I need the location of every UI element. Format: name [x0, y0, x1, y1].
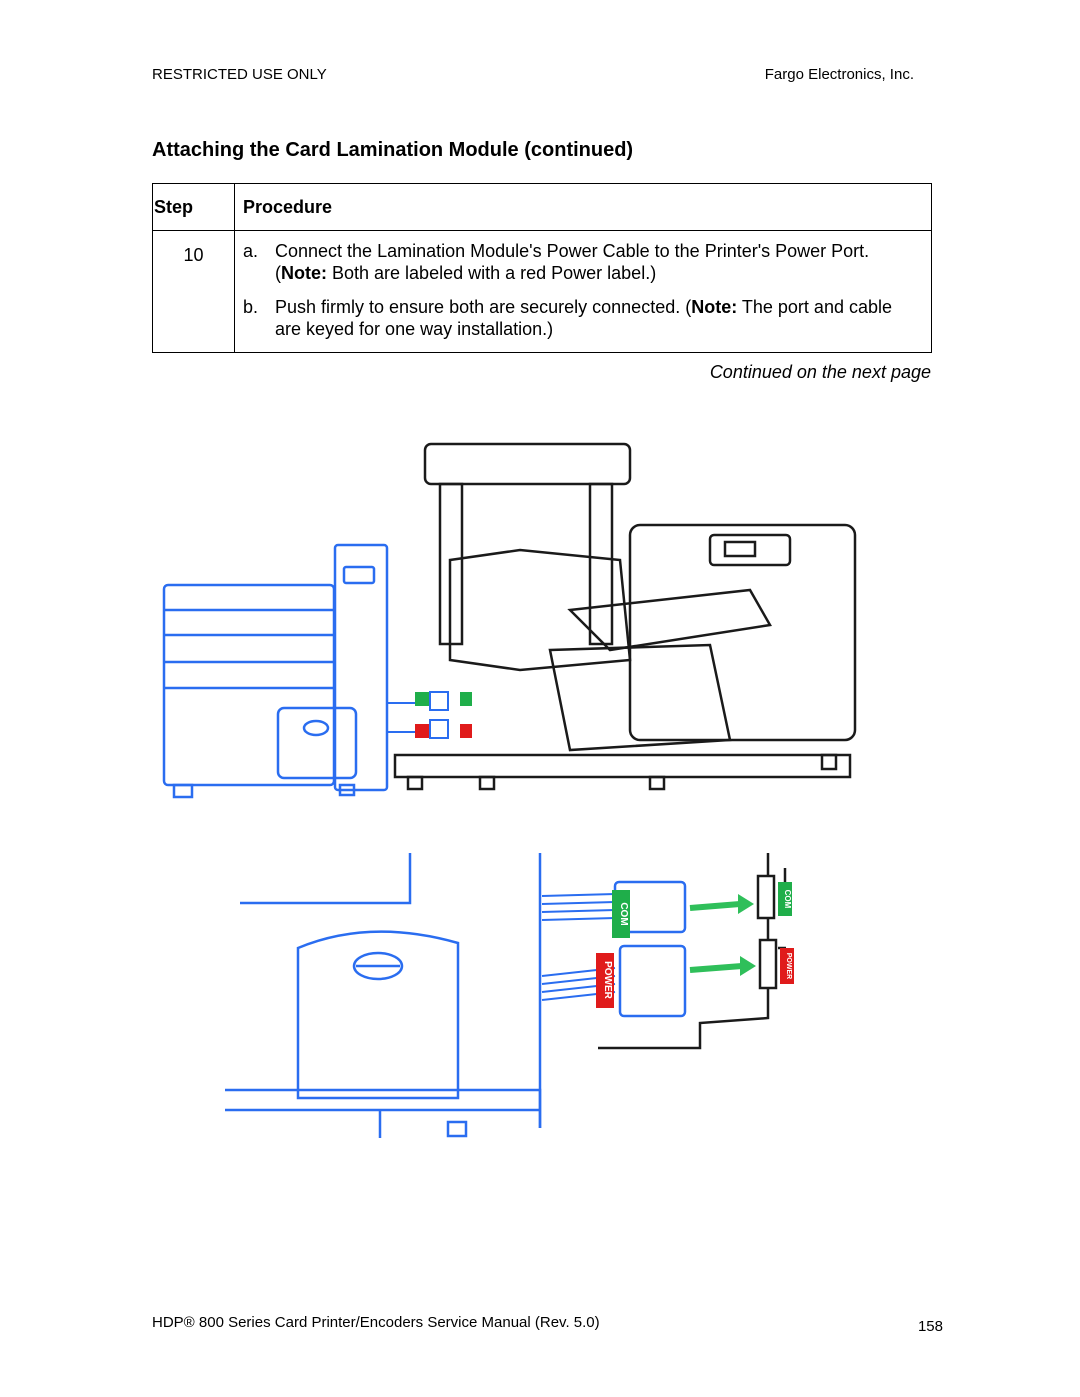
- item-letter: b.: [243, 297, 259, 317]
- power-label: POWER: [602, 961, 613, 1000]
- header-restricted: RESTRICTED USE ONLY: [152, 66, 327, 83]
- connector-closeup-illustration: COM POWER COM POWER: [225, 853, 794, 1138]
- com-port-label: COM: [783, 890, 792, 909]
- procedure-item-a: a. Connect the Lamination Module's Power…: [243, 240, 921, 284]
- step-column-header: Step: [152, 183, 235, 231]
- step-number: 10: [152, 230, 235, 353]
- procedure-cell: a. Connect the Lamination Module's Power…: [234, 230, 932, 353]
- printer-lamination-illustration: [162, 442, 857, 799]
- continued-note: Continued on the next page: [709, 362, 931, 382]
- table-row: 10 a. Connect the Lamination Module's Po…: [152, 230, 932, 353]
- footer-manual-title: HDP® 800 Series Card Printer/Encoders Se…: [152, 1314, 600, 1331]
- item-text: Push firmly to ensure both are securely …: [275, 297, 892, 339]
- procedure-item-b: b. Push firmly to ensure both are secure…: [243, 296, 921, 340]
- item-letter: a.: [243, 241, 259, 261]
- item-text: Connect the Lamination Module's Power Ca…: [275, 241, 870, 283]
- table-header-row: Step Procedure: [152, 183, 932, 231]
- footer-page-number: 158: [917, 1318, 943, 1335]
- procedure-table: Step Procedure 10 a. Connect the Laminat…: [152, 183, 932, 353]
- com-label: COM: [618, 902, 629, 925]
- procedure-column-header: Procedure: [234, 183, 932, 231]
- header-company: Fargo Electronics, Inc.: [764, 66, 914, 83]
- section-title: Attaching the Card Lamination Module (co…: [152, 139, 634, 161]
- power-port-label: POWER: [785, 953, 792, 979]
